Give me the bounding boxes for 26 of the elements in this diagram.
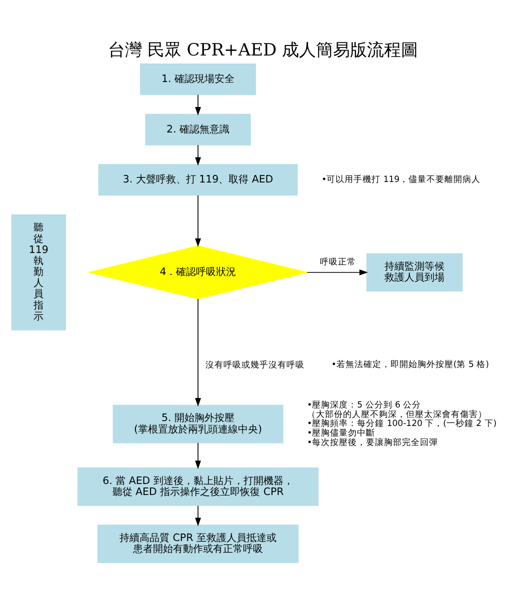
node-box: 聽從119執勤人員指示 bbox=[11, 214, 66, 330]
node-label: •壓胸儘量勿中斷 bbox=[307, 428, 376, 438]
node-box: 5. 開始胸外按壓 (掌根置放於兩乳頭連線中央) bbox=[112, 404, 284, 443]
node-box: 3. 大聲呼救、打 119、取得 AED bbox=[98, 164, 298, 196]
node-label: •壓胸頻率：每分鐘 100-120 下，(一秒鐘 2 下) bbox=[307, 418, 497, 429]
diagram-title: 台灣 民眾 CPR+AED 成人簡易版流程圖 bbox=[108, 40, 418, 60]
node-box: 1. 確認現場安全 bbox=[140, 63, 256, 95]
node-diamond: 4．確認呼吸狀況 bbox=[88, 245, 308, 299]
node-label: •每次按壓後，要讓胸部完全回彈 bbox=[307, 437, 438, 448]
arrow bbox=[195, 442, 201, 469]
arrow bbox=[306, 268, 368, 275]
node-box: 2. 確認無意識 bbox=[145, 113, 251, 145]
arrow bbox=[195, 94, 201, 115]
node-box: 持續監測等候救護人員到場 bbox=[366, 252, 463, 292]
node-label: •可以用手機打 119，儘量不要離開病人 bbox=[322, 174, 481, 185]
edge-label: 沒有呼吸或幾乎沒有呼吸 bbox=[206, 360, 305, 370]
node-label: •壓胸深度：5 公分到 6 公分 bbox=[307, 400, 422, 410]
node-box: 持續高品質 CPR 至救護人員抵達或患者開始有動作或有正常呼吸 bbox=[97, 524, 299, 563]
arrow bbox=[195, 504, 201, 526]
arrow bbox=[195, 144, 201, 166]
arrow bbox=[195, 298, 201, 406]
node-box: 6. 當 AED 到達後，黏上貼片，打開機器，聽從 AED 指示操作之後立即恢復 CPR bbox=[77, 467, 319, 506]
arrow bbox=[195, 194, 201, 246]
node-label: （大部份的人壓不夠深，但壓太深會有傷害） bbox=[307, 409, 488, 420]
edge-label: 呼吸正常 bbox=[320, 256, 356, 267]
label: •若無法確定，即開始胸外按壓(第 5 格) bbox=[331, 359, 489, 370]
